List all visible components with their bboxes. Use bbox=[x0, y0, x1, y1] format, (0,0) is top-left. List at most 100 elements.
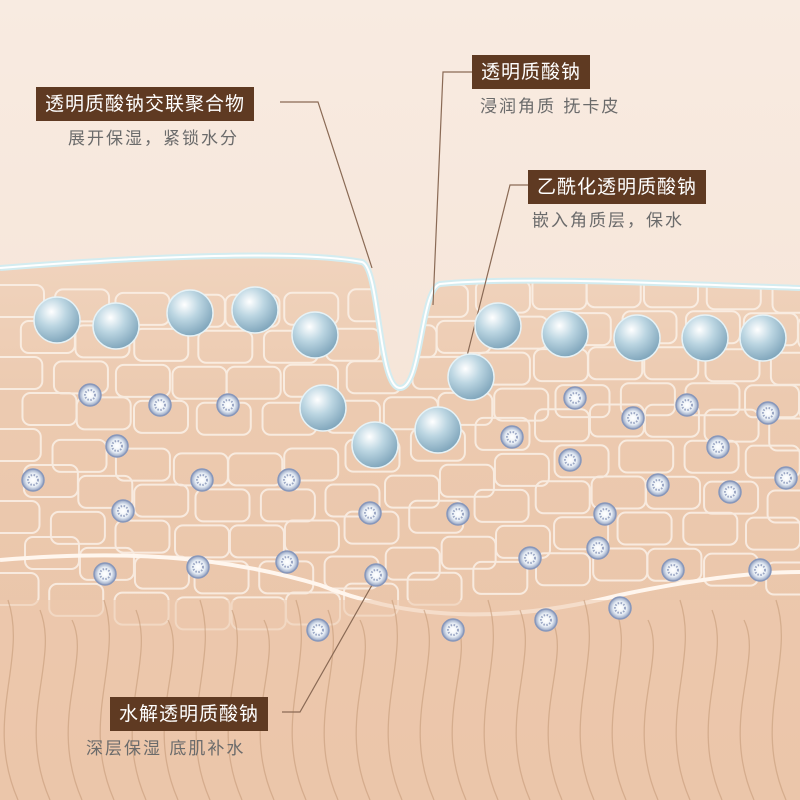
skin-cell bbox=[51, 438, 108, 473]
hair-root-line bbox=[515, 609, 531, 800]
skin-cell bbox=[797, 315, 800, 350]
label-crosslinked-ha-desc: 展开保湿，紧锁水分 bbox=[68, 129, 239, 149]
ha-molecule-small bbox=[78, 383, 102, 407]
skin-cell bbox=[438, 463, 495, 498]
leader-line bbox=[282, 577, 377, 713]
ha-molecule-large bbox=[447, 353, 495, 401]
hair-root-line bbox=[419, 609, 435, 800]
ha-molecule-large bbox=[92, 302, 140, 350]
ha-molecule-small bbox=[774, 466, 798, 490]
hair-root-line bbox=[291, 599, 307, 800]
hair-root-line bbox=[99, 599, 115, 800]
ha-molecule-small bbox=[111, 499, 135, 523]
ha-molecule-small bbox=[364, 563, 388, 587]
skin-cell bbox=[114, 363, 171, 398]
ha-molecule-small bbox=[661, 558, 685, 582]
ha-molecule-small bbox=[500, 425, 524, 449]
hair-root-line bbox=[387, 599, 403, 800]
ha-molecule-small bbox=[277, 468, 301, 492]
ha-molecule-large bbox=[541, 310, 589, 358]
ha-molecule-large bbox=[351, 421, 399, 469]
label-ha-desc: 浸润角质 抚卡皮 bbox=[480, 97, 621, 117]
skin-cell bbox=[493, 387, 550, 422]
skin-cell bbox=[75, 396, 132, 431]
skin-cell bbox=[77, 474, 134, 509]
skin-cell bbox=[643, 346, 700, 381]
skin-cell bbox=[133, 483, 190, 518]
ha-molecule-small bbox=[586, 536, 610, 560]
ha-molecule-small bbox=[93, 562, 117, 586]
ha-molecule-small bbox=[518, 546, 542, 570]
label-acetylated-ha-title: 乙酰化透明质酸钠 bbox=[528, 170, 707, 204]
hair-root-line bbox=[195, 599, 211, 800]
skin-cell bbox=[133, 327, 190, 362]
skin-cell bbox=[225, 365, 282, 400]
label-hydrolyzed-ha-desc: 深层保湿 底肌补水 bbox=[86, 739, 246, 759]
skin-cell bbox=[682, 511, 739, 546]
leader-line bbox=[465, 184, 528, 361]
ha-molecule-small bbox=[216, 393, 240, 417]
ha-molecule-small bbox=[646, 473, 670, 497]
ha-molecule-small bbox=[756, 401, 780, 425]
skin-cell bbox=[114, 447, 171, 482]
ha-molecule-small bbox=[358, 501, 382, 525]
leader-line bbox=[280, 101, 373, 269]
ha-molecule-small bbox=[306, 618, 330, 642]
ha-molecule-small bbox=[563, 386, 587, 410]
skin-cell bbox=[0, 356, 44, 390]
ha-molecule-small bbox=[148, 393, 172, 417]
hair-root-line bbox=[259, 619, 275, 800]
hair-root-line bbox=[131, 609, 147, 800]
ha-molecule-small bbox=[621, 406, 645, 430]
skin-cell bbox=[768, 417, 800, 452]
skin-cell bbox=[769, 351, 800, 386]
hair-root-line bbox=[355, 619, 371, 800]
hair-root-line bbox=[611, 609, 627, 800]
ha-molecule-large bbox=[166, 289, 214, 337]
ha-molecule-small bbox=[675, 393, 699, 417]
skin-cell bbox=[473, 488, 530, 523]
hair-root-line bbox=[771, 599, 787, 800]
ha-molecule-small bbox=[21, 468, 45, 492]
skin-cell bbox=[384, 474, 441, 509]
skin-cell bbox=[704, 348, 761, 383]
skin-cell bbox=[49, 510, 106, 545]
ha-molecule-large bbox=[474, 302, 522, 350]
skin-cell bbox=[553, 516, 610, 551]
skin-cell bbox=[616, 511, 673, 546]
skin-cell bbox=[114, 519, 171, 554]
skin-cell bbox=[324, 483, 381, 518]
hair-root-line bbox=[739, 619, 755, 800]
ha-molecule-small bbox=[534, 608, 558, 632]
hair-root-line bbox=[643, 619, 659, 800]
ha-molecule-small bbox=[446, 502, 470, 526]
skin-cell bbox=[493, 452, 550, 487]
skin-cell bbox=[197, 329, 254, 364]
skin-cell bbox=[283, 519, 340, 554]
label-acetylated-ha-desc: 嵌入角质层，保水 bbox=[532, 211, 684, 231]
skin-cell bbox=[553, 444, 610, 479]
ha-molecule-large bbox=[414, 406, 462, 454]
skin-cell bbox=[534, 480, 591, 515]
hair-root-line bbox=[547, 619, 563, 800]
skin-cell bbox=[24, 536, 81, 570]
hair-root-line bbox=[35, 609, 51, 800]
skin-cell bbox=[472, 560, 529, 595]
label-hydrolyzed-ha-title: 水解透明质酸钠 bbox=[110, 697, 269, 731]
skin-cell bbox=[618, 439, 675, 474]
ha-molecule-small bbox=[190, 468, 214, 492]
skin-cell bbox=[766, 489, 800, 524]
ha-molecule-large bbox=[33, 296, 81, 344]
skin-cell bbox=[645, 475, 702, 510]
skin-cell bbox=[554, 384, 611, 419]
ha-molecule-small bbox=[186, 555, 210, 579]
skin-cell bbox=[227, 452, 284, 487]
label-crosslinked-ha-title: 透明质酸钠交联聚合物 bbox=[36, 87, 255, 121]
ha-molecule-small bbox=[718, 480, 742, 504]
leader-line bbox=[432, 71, 472, 306]
ha-molecule-small bbox=[593, 502, 617, 526]
ha-molecule-large bbox=[739, 314, 787, 362]
ha-molecule-small bbox=[275, 550, 299, 574]
ha-molecule-small bbox=[558, 448, 582, 472]
